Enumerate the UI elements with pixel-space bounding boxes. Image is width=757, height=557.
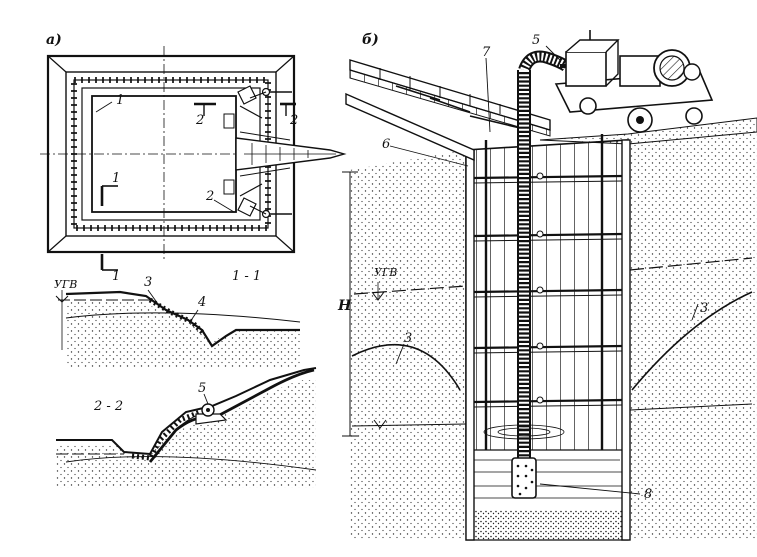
- plan-cut2-right: 2: [289, 113, 298, 128]
- strainer: [483, 424, 565, 499]
- perspective-height-label: Н: [337, 298, 352, 314]
- plan-cut1-bottom: 1: [112, 269, 120, 284]
- plan-view: 1 2 1 1 2 2: [40, 46, 347, 284]
- plan-callout-1: 1: [116, 93, 124, 108]
- perspective-label-3-left: 3: [404, 331, 412, 346]
- plan-cut2-left: 2: [195, 113, 204, 128]
- perspective-label-6: 6: [382, 137, 390, 152]
- perspective-label-3-right: 3: [700, 301, 708, 316]
- section-2-2-label-5: 5: [198, 381, 206, 396]
- perspective-label-5: 5: [532, 33, 540, 48]
- sump-bottom: [237, 183, 292, 219]
- perspective-label-7: 7: [482, 45, 491, 60]
- perspective-view: 6 7 5 8 3 3 УГВ Н: [337, 30, 757, 541]
- section-1-1-label-3: 3: [144, 275, 152, 290]
- plan-cut1-top: 1: [112, 171, 120, 186]
- pump-unit: [554, 30, 714, 133]
- perspective-ugv-label: УГВ: [374, 266, 397, 279]
- section-1-1-ugv-label: УГВ: [54, 278, 77, 291]
- section-2-2-title: 2 - 2: [93, 399, 123, 414]
- section-1-1-label-4: 4: [197, 295, 206, 310]
- suction-hose: [517, 50, 570, 460]
- plan-callout-2: 2: [205, 189, 214, 204]
- panel-label-a: а): [46, 32, 62, 48]
- sump-top: [237, 85, 292, 119]
- panel-label-b: б): [362, 32, 379, 48]
- section-2-2: 5 2 - 2: [56, 367, 317, 488]
- perspective-label-8: 8: [644, 487, 652, 502]
- section-1-1-title: 1 - 1: [232, 269, 261, 284]
- section-1-1: УГВ 3 4 1 - 1: [54, 269, 301, 368]
